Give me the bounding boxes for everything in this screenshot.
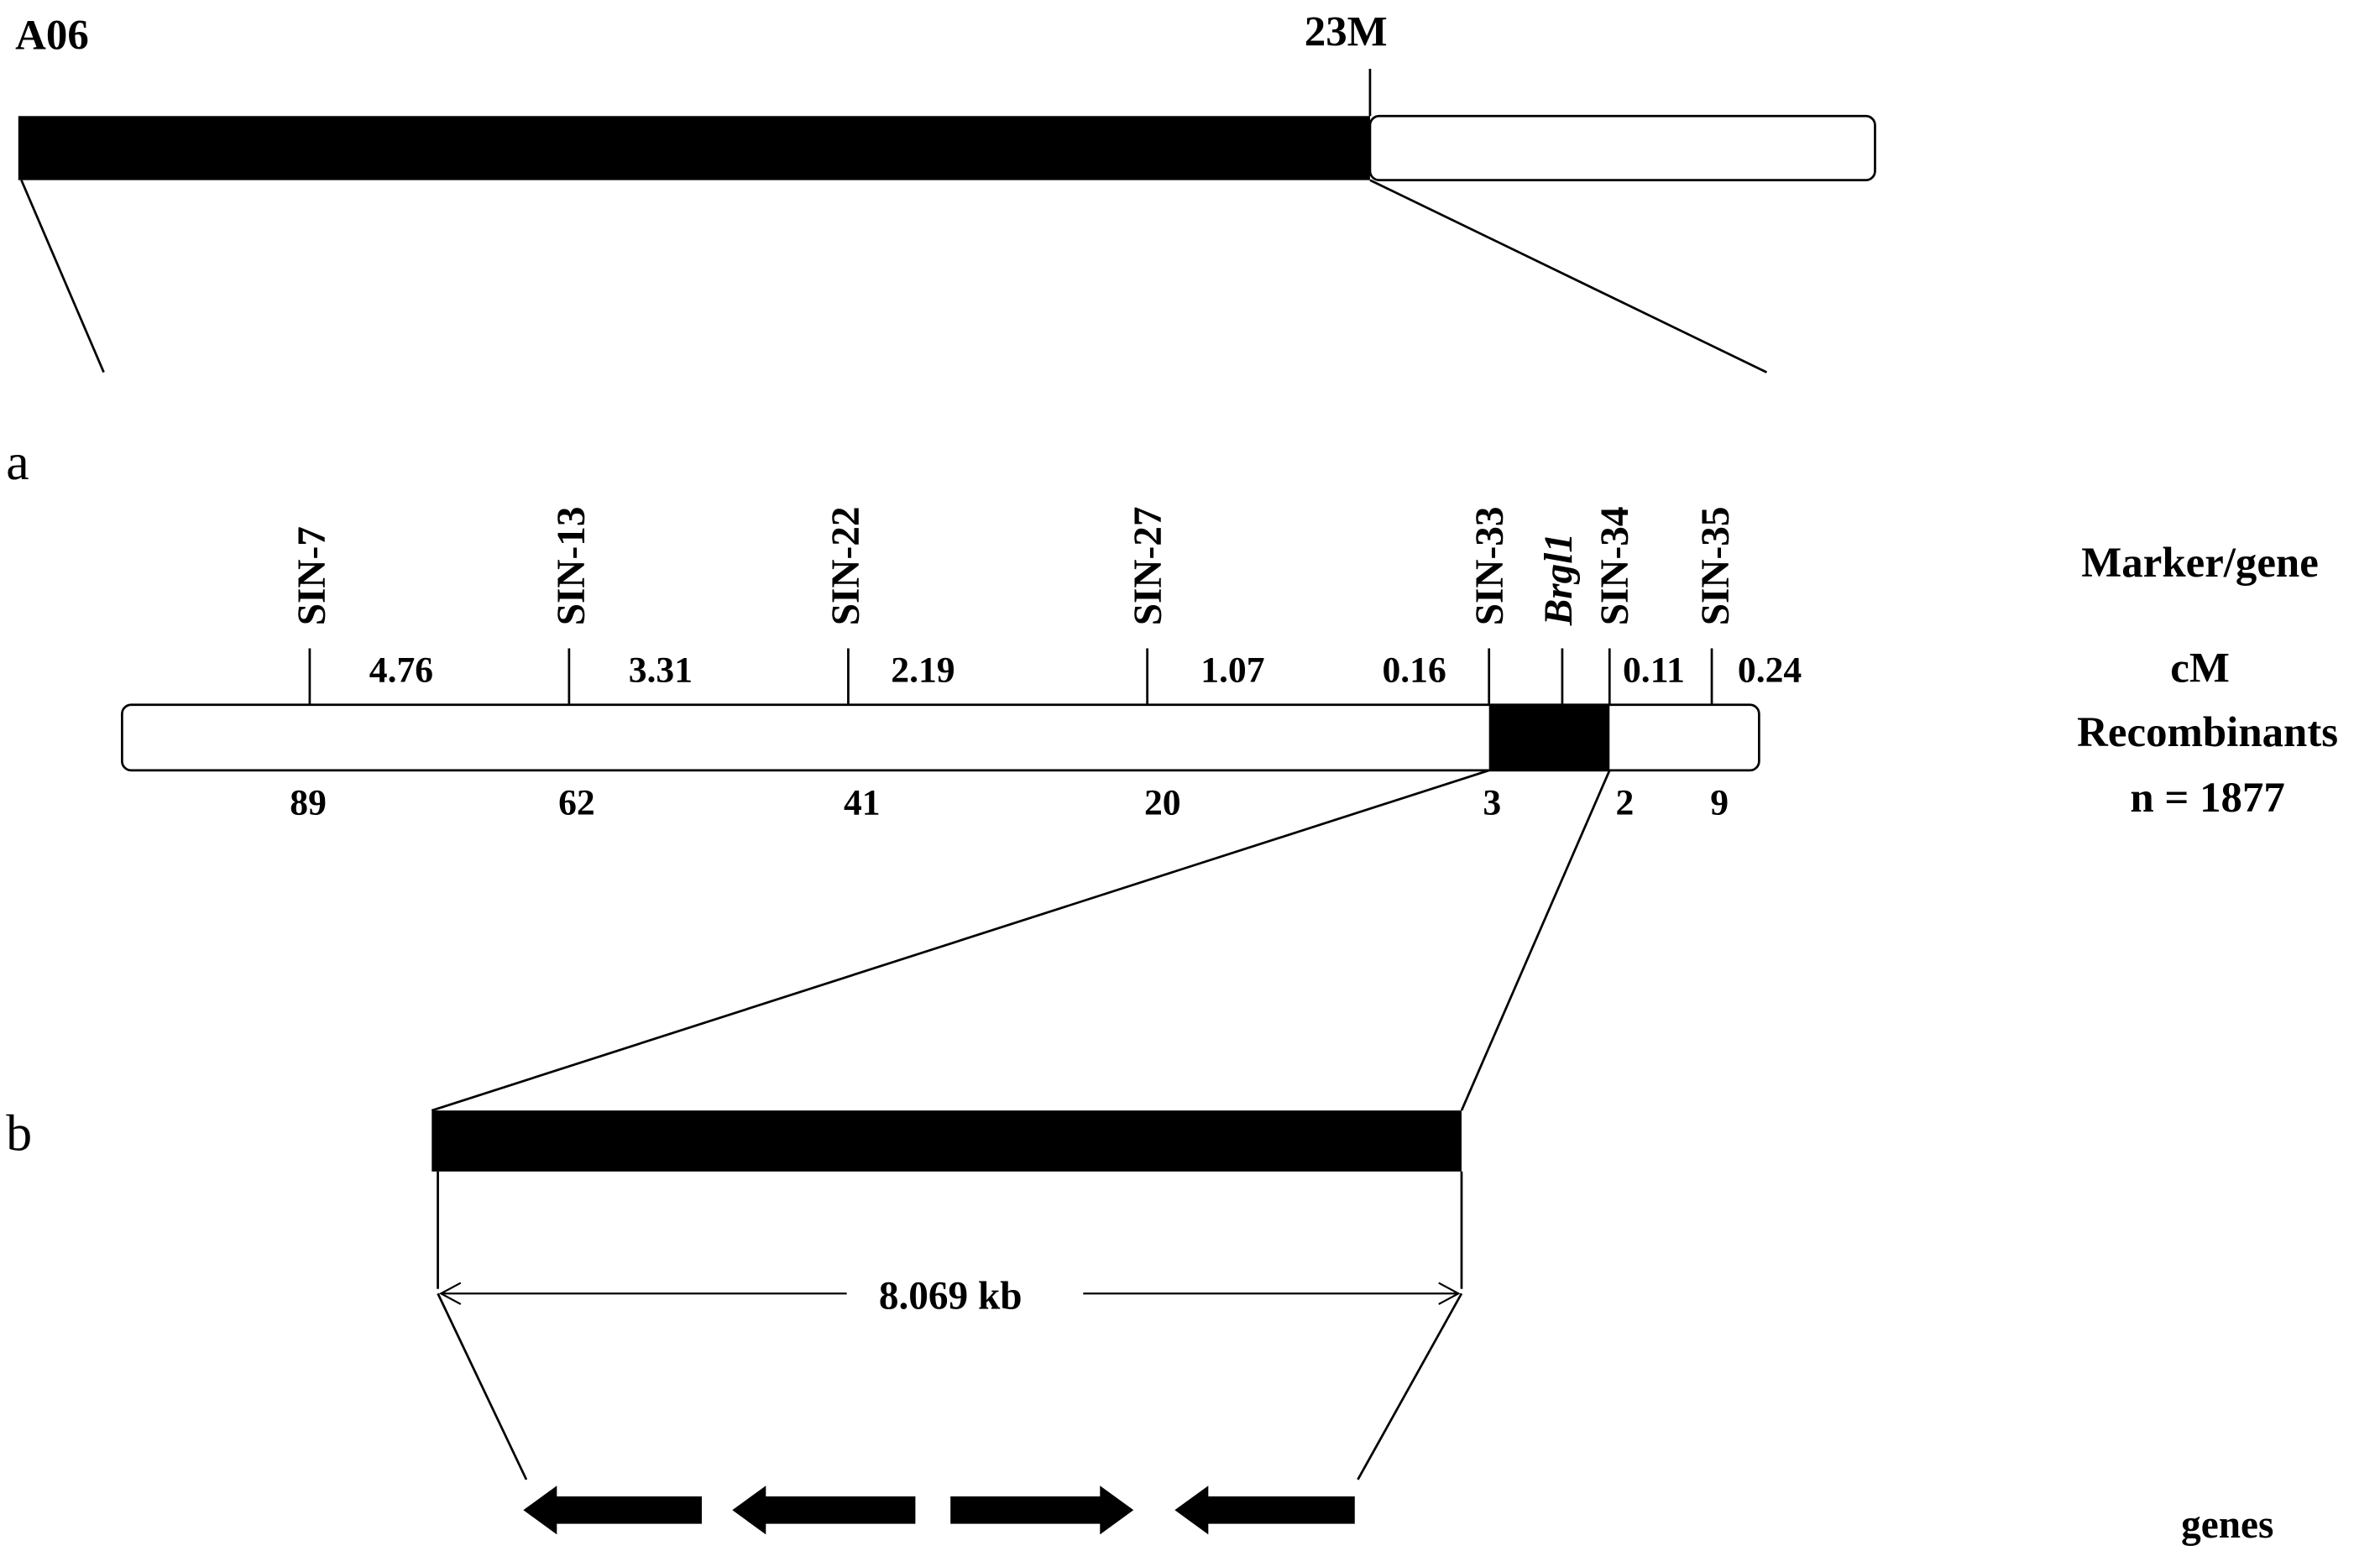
cm-distance: 0.16	[1382, 650, 1446, 691]
position-label: 23M	[1305, 9, 1388, 56]
recombinant-count: 89	[290, 783, 327, 823]
marker-label: SIN-34	[1593, 506, 1637, 625]
region-size: 8.069 kb	[879, 1274, 1023, 1318]
recombinant-count: 9	[1710, 783, 1729, 823]
recombinant-count: 2	[1616, 783, 1635, 823]
cm-distance: 0.24	[1738, 650, 1802, 691]
chromosome-remainder	[1368, 114, 1876, 181]
gene-arrow-left	[1174, 1486, 1355, 1535]
gene-arrow-left	[732, 1486, 916, 1535]
legend-recombinants: Recombinants	[2077, 709, 2338, 756]
candidate-region	[1488, 704, 1610, 770]
legend-marker: Marker/gene	[2081, 540, 2319, 587]
genes-label: genes	[2181, 1503, 2273, 1547]
zoom-line	[437, 1292, 528, 1480]
recombinant-count: 20	[1144, 783, 1181, 823]
panel-a-label: a	[6, 434, 29, 491]
cm-distance: 0.11	[1623, 650, 1685, 691]
panel-b-label: b	[6, 1104, 32, 1162]
recombinant-count: 41	[844, 783, 881, 823]
chromosome-name: A06	[15, 12, 89, 59]
marker-label: SIN-7	[290, 526, 334, 625]
arrowhead-right	[1438, 1282, 1461, 1305]
zoom-line	[1357, 1292, 1463, 1480]
arrowhead-left	[438, 1282, 462, 1305]
fine-map-bar	[121, 703, 1760, 772]
cm-distance: 2.19	[891, 650, 955, 691]
cm-distance: 4.76	[369, 650, 433, 691]
zoom-line	[1460, 770, 1611, 1111]
marker-label: SIN-35	[1694, 506, 1738, 625]
legend-cm: cM	[2170, 645, 2230, 692]
marker-label: SIN-13	[550, 506, 594, 625]
marker-label: Brgl1	[1537, 533, 1581, 626]
legend-n: n = 1877	[2130, 775, 2284, 822]
zoom-line	[1369, 179, 1768, 373]
gene-arrow-right	[950, 1486, 1134, 1535]
zoom-line	[20, 180, 105, 373]
marker-label: SIN-22	[824, 506, 868, 625]
gene-arrow-left	[523, 1486, 702, 1535]
recombinant-count: 3	[1483, 783, 1501, 823]
physical-region	[432, 1110, 1462, 1172]
marker-label: SIN-27	[1127, 506, 1170, 625]
zoom-line	[431, 769, 1490, 1112]
chromosome-region	[18, 116, 1370, 180]
cm-distance: 3.31	[629, 650, 693, 691]
cm-distance: 1.07	[1200, 650, 1264, 691]
marker-label: SIN-33	[1468, 506, 1512, 625]
recombinant-count: 62	[558, 783, 595, 823]
